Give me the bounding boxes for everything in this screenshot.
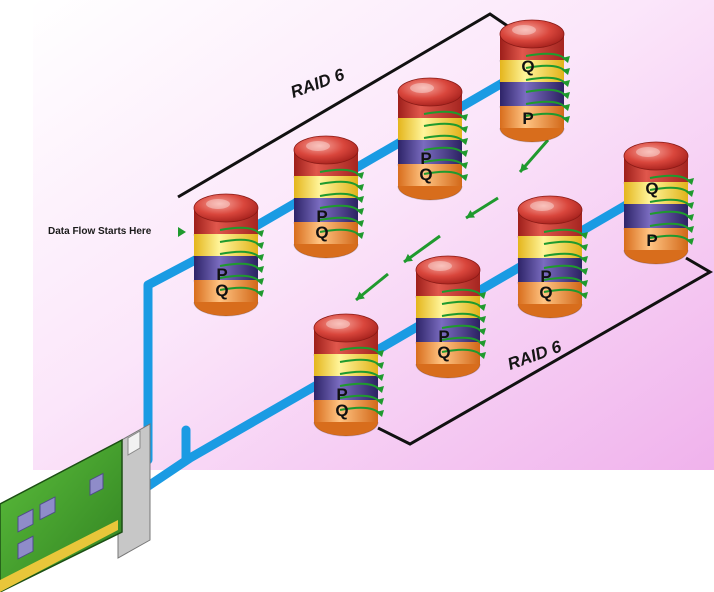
parity-p-label: P	[646, 231, 657, 250]
parity-q-label: Q	[437, 343, 450, 362]
disk-drive: PQ	[397, 77, 468, 201]
disk-drive: QP	[623, 141, 694, 265]
flow-arrow-icon	[403, 234, 441, 264]
parity-p-label: P	[420, 149, 431, 168]
parity-q-label: Q	[539, 283, 552, 302]
parity-p-label: P	[336, 385, 347, 404]
parity-p-label: P	[540, 267, 551, 286]
card-chip	[17, 472, 104, 560]
disk-drive: PQ	[313, 313, 384, 437]
start-arrow-icon	[178, 227, 186, 237]
disk-drive: PQ	[193, 193, 264, 317]
parity-q-label: Q	[521, 57, 534, 76]
parity-p-label: P	[316, 207, 327, 226]
disk-drive: PQ	[517, 195, 588, 319]
parity-p-label: P	[216, 265, 227, 284]
parity-p-label: P	[522, 109, 533, 128]
flow-arrow-icon	[518, 139, 550, 173]
data-flow-start-label: Data Flow Starts Here	[48, 226, 152, 237]
parity-q-label: Q	[419, 165, 432, 184]
flow-arrow-icon	[355, 272, 389, 302]
flow-arrows	[355, 139, 550, 302]
parity-q-label: Q	[645, 179, 658, 198]
parity-p-label: P	[438, 327, 449, 346]
flow-arrow-icon	[465, 196, 499, 220]
parity-q-label: Q	[215, 281, 228, 300]
disk-drive: PQ	[293, 135, 364, 259]
parity-q-label: Q	[315, 223, 328, 242]
raid-group-bottom-bracket	[377, 256, 713, 446]
disk-drive: PQ	[415, 255, 486, 379]
disk-drive: QP	[499, 19, 570, 143]
parity-q-label: Q	[335, 401, 348, 420]
raid-controller-card	[0, 423, 151, 592]
